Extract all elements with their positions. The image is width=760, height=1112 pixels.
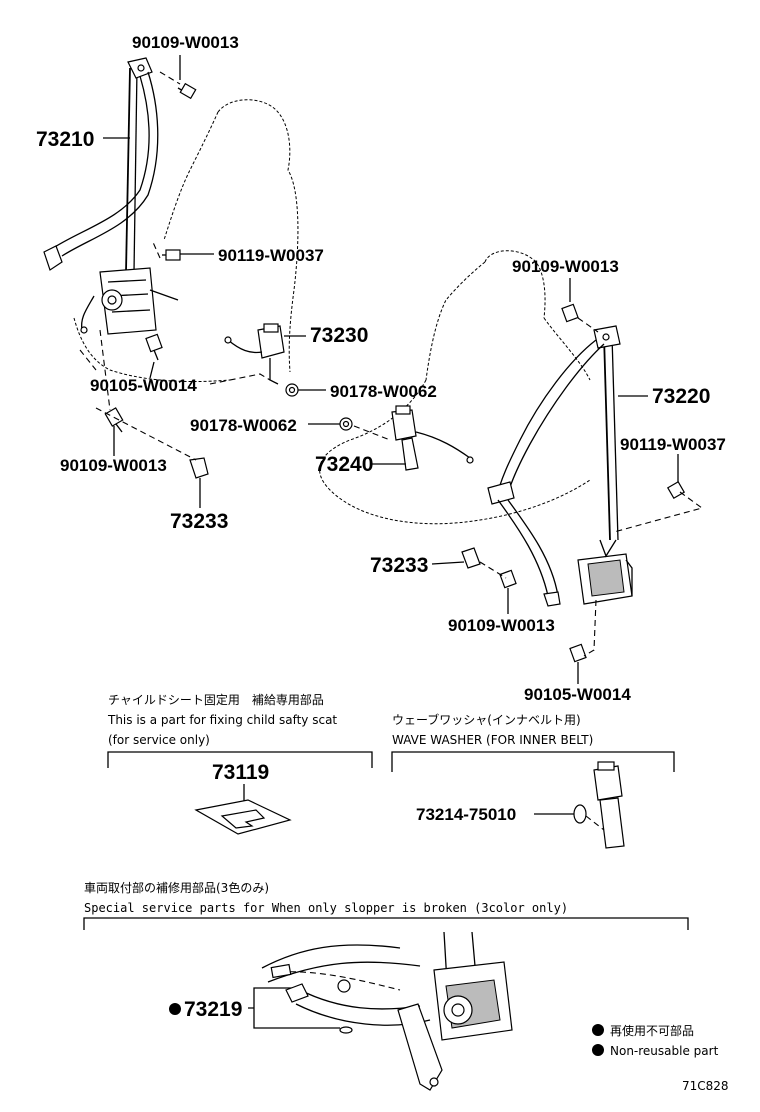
- inner-buckle-icon: [593, 761, 625, 849]
- bolt-icon: [569, 643, 587, 663]
- part-label-90109-w0013: 90109-W0013: [448, 616, 555, 635]
- child-seat-bracket-icon: [194, 799, 292, 835]
- part-label-90178-w0062: 90178-W0062: [190, 416, 297, 435]
- legend-label-en: Non-reusable part: [610, 1044, 719, 1058]
- stopper-note-jp: 車両取付部の補修用部品(3色のみ): [84, 880, 269, 895]
- buckle-73230: [224, 323, 285, 385]
- part-label-73233: 73233: [170, 510, 228, 533]
- right-seat-outline: [319, 250, 591, 525]
- bolt-icon: [666, 480, 686, 500]
- child-seat-note-service: (for service only): [108, 733, 210, 747]
- part-label-90119-w0037: 90119-W0037: [218, 246, 324, 265]
- part-label-73219: 73219: [184, 998, 242, 1021]
- nut-icon: [285, 383, 299, 397]
- guide-73233-left: [189, 457, 209, 479]
- part-label-73233: 73233: [370, 554, 428, 577]
- stopper-box: 車両取付部の補修用部品(3色のみ) Special service parts …: [83, 880, 689, 1091]
- wave-washer-icon: [573, 804, 587, 824]
- part-label-73230: 73230: [310, 324, 368, 347]
- bolt-icon: [561, 303, 579, 323]
- part-label-90109-w0013: 90109-W0013: [512, 257, 619, 276]
- part-label-73119: 73119: [212, 761, 269, 784]
- guide-73233-center: [461, 547, 481, 569]
- non-reusable-dot-icon: [592, 1024, 604, 1036]
- buckle-73240: [391, 405, 474, 471]
- bolt-icon: [145, 333, 163, 361]
- part-label-90105-w0014: 90105-W0014: [90, 376, 197, 395]
- part-label-90119-w0037: 90119-W0037: [620, 435, 726, 454]
- wave-washer-note-en: WAVE WASHER (FOR INNER BELT): [392, 733, 593, 747]
- nut-icon: [339, 417, 353, 431]
- bolt-icon: [177, 82, 197, 100]
- leader-lines: [103, 55, 679, 684]
- non-reusable-dot-icon: [169, 1003, 181, 1015]
- legend: 再使用不可部品 Non-reusable part: [592, 1023, 719, 1058]
- stopper-note-en: Special service parts for When only slop…: [84, 901, 568, 915]
- wave-washer-note-jp: ウェーブワッシャ(インナベルト用): [392, 712, 581, 727]
- wave-washer-box: ウェーブワッシャ(インナベルト用) WAVE WASHER (FOR INNER…: [391, 712, 675, 849]
- part-label-73210: 73210: [36, 128, 94, 151]
- part-label-73240: 73240: [315, 453, 373, 476]
- bolt-icon: [162, 249, 181, 261]
- belt-73210: [43, 57, 179, 335]
- bolt-icon: [499, 569, 517, 589]
- figure-code: 71C828: [682, 1079, 729, 1093]
- part-label-90178-w0062: 90178-W0062: [330, 382, 437, 401]
- part-label-73214-75010: 73214-75010: [416, 805, 516, 824]
- non-reusable-dot-icon: [592, 1044, 604, 1056]
- part-label-73220: 73220: [652, 385, 710, 408]
- left-seat-outline: [73, 99, 299, 383]
- stopper-assembly-illustration: [261, 931, 513, 1091]
- belt-73220: [487, 325, 633, 607]
- child-seat-note-jp: チャイルドシート固定用 補給専用部品: [108, 692, 324, 707]
- part-label-90105-w0014: 90105-W0014: [524, 685, 631, 704]
- part-label-90109-w0013: 90109-W0013: [132, 33, 239, 52]
- child-seat-note-en: This is a part for fixing child safty sc…: [107, 713, 337, 727]
- legend-label-jp: 再使用不可部品: [610, 1023, 694, 1038]
- child-seat-part-box: チャイルドシート固定用 補給専用部品 This is a part for fi…: [107, 692, 373, 835]
- part-label-90109-w0013: 90109-W0013: [60, 456, 167, 475]
